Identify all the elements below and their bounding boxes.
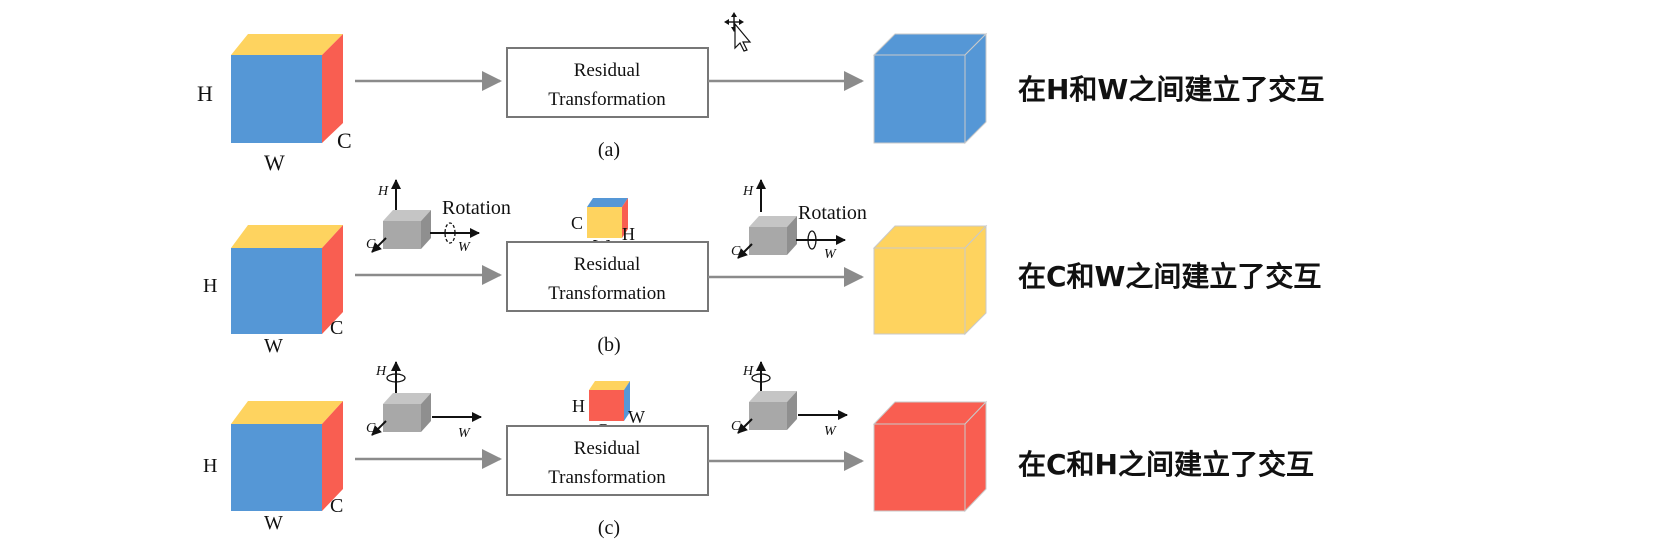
row-b: H W C H C W Rotation C H W Residual: [203, 179, 1321, 357]
box-line-2: Transformation: [548, 283, 666, 304]
cube-side-face: [322, 34, 343, 143]
label-h: H: [203, 275, 217, 297]
interaction-description: 在C和H之间建立了交互: [1018, 448, 1314, 481]
box-line-2: Transformation: [548, 467, 666, 488]
caption: (c): [598, 517, 620, 539]
output-tensor-cube: [872, 32, 988, 145]
svg-text:C: C: [366, 237, 376, 252]
svg-text:W: W: [458, 426, 471, 441]
row-c: H W C H C W H W C Residual Transformatio: [203, 361, 1314, 539]
small-cube-label-left: C: [571, 213, 583, 233]
rotated-tensor-small-cube: [589, 381, 630, 421]
row-a: H W C Residual Transformation (a) 在H和W之间…: [197, 32, 1324, 175]
label-w: W: [264, 335, 283, 357]
caption: (a): [598, 139, 620, 161]
output-tensor-cube: [872, 400, 988, 513]
rotation-gizmo-left: H C W Rotation: [366, 179, 511, 255]
box-line-1: Residual: [574, 254, 641, 275]
svg-text:C: C: [366, 421, 376, 436]
rotated-tensor-small-cube: [587, 198, 628, 238]
label-c: C: [337, 128, 352, 153]
move-cursor-icon: [724, 12, 752, 52]
cube-top-face: [231, 34, 343, 55]
input-tensor-cube: [231, 34, 343, 143]
rotation-label: Rotation: [442, 197, 511, 219]
caption: (b): [597, 334, 620, 356]
svg-text:C: C: [731, 244, 741, 259]
input-tensor-cube: [231, 225, 343, 334]
rotation-label: Rotation: [798, 202, 867, 224]
interaction-description: 在C和W之间建立了交互: [1018, 260, 1321, 293]
output-tensor-cube: [872, 224, 988, 336]
svg-text:H: H: [377, 184, 389, 199]
residual-transformation-box: [506, 425, 709, 496]
label-h: H: [197, 81, 213, 106]
cube-front-face: [231, 55, 322, 143]
label-h: H: [203, 455, 217, 477]
label-w: W: [264, 512, 283, 534]
label-w: W: [264, 150, 285, 175]
small-cube-label-left: H: [572, 396, 585, 416]
svg-text:H: H: [742, 184, 754, 199]
small-cube-label-right: H: [622, 224, 635, 244]
label-c: C: [330, 317, 343, 339]
label-c: C: [330, 495, 343, 517]
box-line-1: Residual: [574, 438, 641, 459]
input-tensor-cube: [231, 401, 343, 511]
rotation-gizmo-right: H C W: [731, 361, 848, 439]
residual-transformation-box: [506, 47, 709, 118]
svg-text:W: W: [458, 240, 471, 255]
svg-text:W: W: [824, 424, 837, 439]
small-cube-label-right: W: [628, 407, 645, 427]
box-line-2: Transformation: [548, 89, 666, 110]
box-line-1: Residual: [574, 60, 641, 81]
svg-text:H: H: [375, 364, 387, 379]
rotation-gizmo-right: H C W Rotation: [731, 179, 867, 262]
residual-transformation-box: [506, 241, 709, 312]
svg-text:C: C: [731, 419, 741, 434]
svg-text:W: W: [824, 247, 837, 262]
svg-text:H: H: [742, 364, 754, 379]
rotation-gizmo-left: H C W: [366, 361, 482, 441]
interaction-description: 在H和W之间建立了交互: [1018, 73, 1324, 106]
